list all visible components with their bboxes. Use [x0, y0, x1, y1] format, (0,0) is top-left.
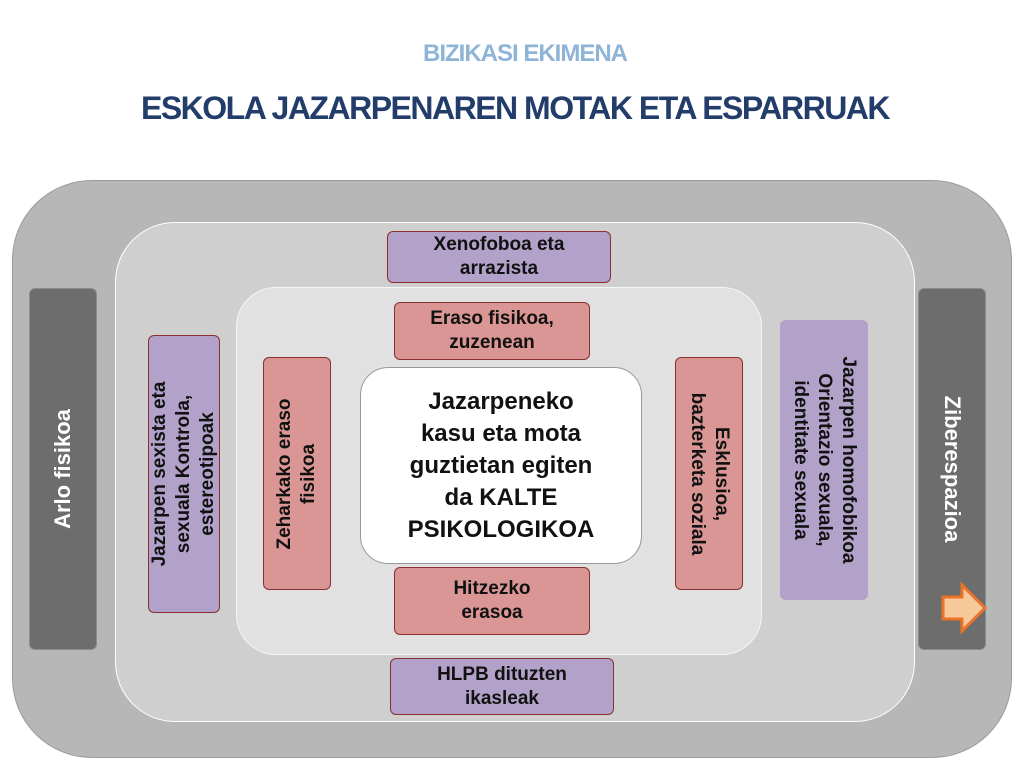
homophobic-harassment-box: Jazarpen homofobikoa Orientazio sexuala,…: [780, 320, 868, 600]
sexist-bold-line1: Jazarpen sexista eta: [149, 381, 170, 567]
physical-space-bar: Arlo fisikoa: [29, 288, 97, 650]
sexist-normal-line3: estereotipoak: [197, 412, 218, 536]
subtitle: BIZIKASI EKIMENA: [422, 40, 628, 67]
exclusion-line2: bazterketa soziala: [687, 392, 708, 555]
arrow-right-icon: [941, 582, 988, 634]
indirect-line2: fisikoa: [298, 443, 319, 504]
verbal-attack-box: Hitzezko erasoa: [394, 567, 590, 635]
social-exclusion-box: Esklusioa, bazterketa soziala: [675, 357, 743, 590]
sexist-harassment-box: Jazarpen sexista eta sexuala Kontrola, e…: [148, 335, 220, 613]
page-title: ESKOLA JAZARPENAREN MOTAK ETA ESPARRUAK: [140, 90, 891, 126]
sexist-bold-line2: sexuala: [173, 483, 194, 554]
lgbt-line1: HLPB dituzten: [437, 663, 567, 685]
direct-physical-line2: zuzenean: [449, 332, 535, 353]
direct-physical-line1: Eraso fisikoa,: [430, 308, 554, 329]
psychological-harm-center: Jazarpeneko kasu eta mota guztietan egit…: [360, 367, 642, 564]
indirect-physical-box: Zeharkako eraso fisikoa: [263, 357, 331, 590]
center-line1: Jazarpeneko: [428, 387, 574, 415]
xenophobic-box: Xenofoboa eta arrazista: [387, 231, 611, 283]
sexist-normal-line2: Kontrola,: [173, 394, 194, 484]
verbal-line1: Hitzezko: [453, 578, 531, 599]
exclusion-line1: Esklusioa,: [711, 426, 732, 521]
xenophobic-line2: arrazista: [459, 258, 539, 279]
cyberspace-label: Ziberespazioa: [940, 395, 965, 543]
homophobic-normal-line2: Orientazio sexuala,: [814, 373, 835, 547]
lgbt-line2: ikasleak: [465, 687, 539, 709]
indirect-line1: Zeharkako eraso: [274, 397, 295, 550]
xenophobic-line1: Xenofoboa eta: [433, 234, 565, 255]
homophobic-bold-line1: Jazarpen homofobikoa: [838, 356, 859, 564]
verbal-line2: erasoa: [461, 602, 523, 623]
physical-space-label: Arlo fisikoa: [50, 409, 75, 529]
direct-physical-box: Eraso fisikoa, zuzenean: [394, 302, 590, 360]
center-line5: PSIKOLOGIKOA: [407, 515, 595, 543]
center-line4: da KALTE: [444, 483, 558, 511]
center-line2: kasu eta mota: [420, 419, 582, 447]
lgbt-students-box: HLPB dituzten ikasleak: [390, 658, 614, 715]
center-line3: guztietan egiten: [409, 451, 593, 479]
cyberspace-bar: Ziberespazioa: [918, 288, 986, 650]
homophobic-normal-line3: identitate sexuala: [790, 380, 811, 540]
